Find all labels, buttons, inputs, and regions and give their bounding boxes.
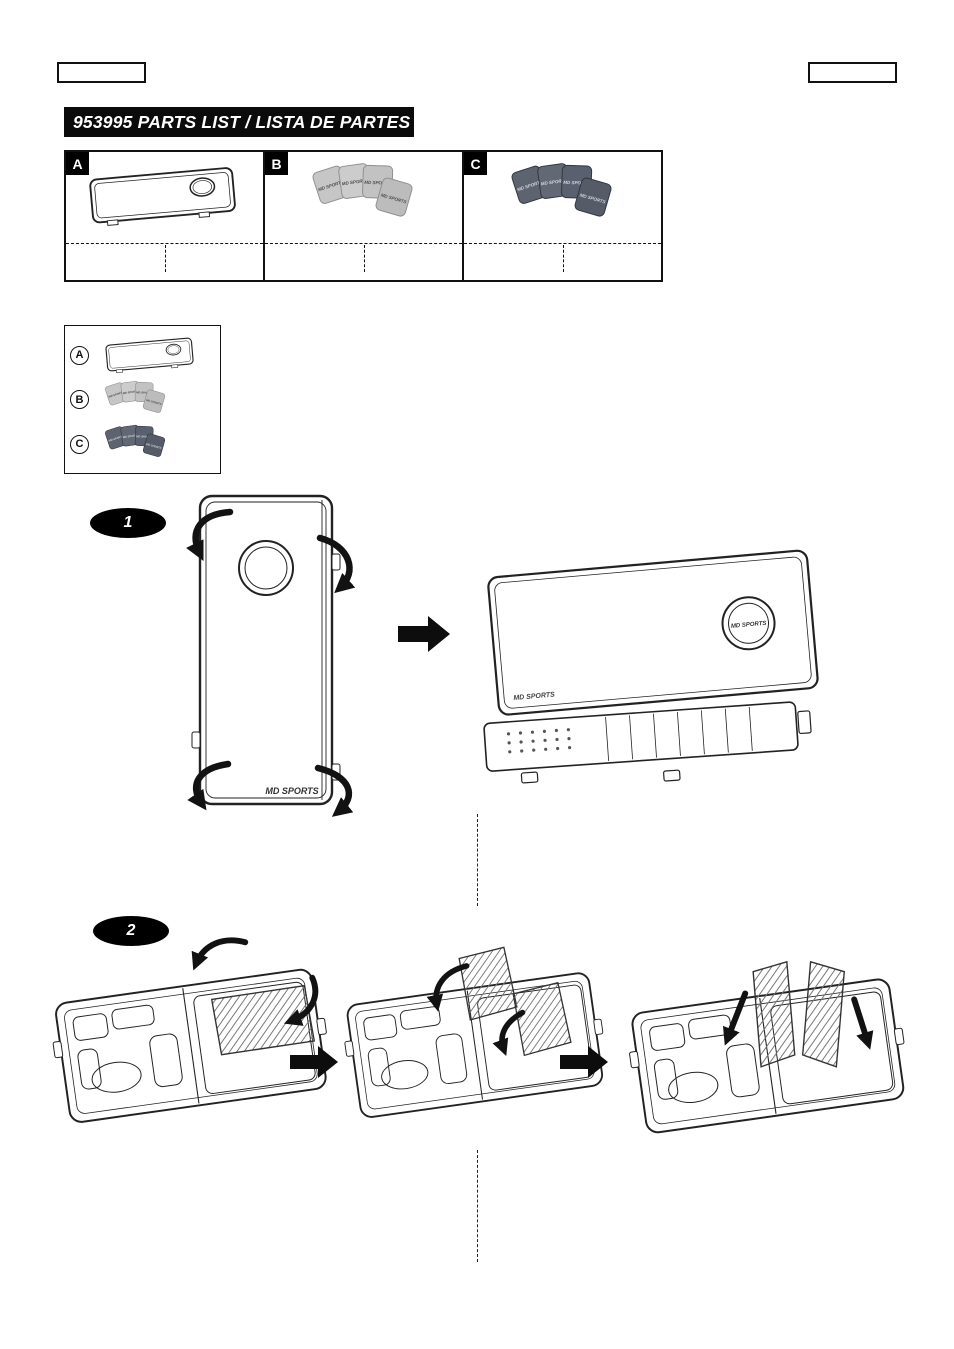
step2-next-arrow-2-icon [560,1046,608,1078]
game-board-icon [105,337,195,375]
step2-diagram-1-open-case [48,937,334,1126]
part-letter-badge-c: C [464,152,487,175]
unfold-arrow-bottom-right-icon [314,764,354,817]
part-circle-a: A [70,345,89,365]
page-number-box-right [808,62,897,83]
lift-arrow-right-icon [283,974,319,1026]
leg-panel-upright [801,960,846,1068]
step-2-badge: 2 [93,916,169,946]
board-brand-text: MD SPORTS [265,786,318,796]
summary-row-a: A [70,333,215,377]
step2-diagram-2-legs-raised [340,946,610,1121]
press-arrow-left-icon [722,990,749,1046]
bean-bags-light-icon [310,162,414,218]
parts-list-title-bar: 953995 PARTS LIST / LISTA DE PARTES [64,107,414,137]
parts-table: A B C [64,150,663,282]
section-divider-dashed-top [477,814,478,906]
unfold-arrow-bottom-left-icon [187,760,232,811]
part-c-image [464,158,661,232]
game-board-icon [88,166,237,228]
parts-col-b: B [265,152,464,280]
part-b-image [265,158,462,232]
unfold-arrow-top-left-icon [186,508,234,561]
table-dashed-divider [464,243,661,244]
parts-col-c: C [464,152,661,280]
fold-arrow-middle-icon [492,1009,526,1057]
part-letter-badge-b: B [265,152,288,175]
leg-panel-upright [752,960,796,1068]
table-dashed-divider [265,243,462,244]
parts-summary-box: A B C [64,325,221,474]
fold-arrow-left-icon [426,963,470,1012]
page-number-box-left [57,62,146,83]
board-open-top: MD SPORTS MD SPORTS [487,549,819,716]
step2-next-arrow-1-icon [290,1046,338,1078]
unfold-arrow-right-icon [316,534,356,594]
parts-col-a: A [66,152,265,280]
table-dashed-tick [562,245,564,272]
step-1-badge: 1 [90,508,166,538]
parts-list-title-text: 953995 PARTS LIST / LISTA DE PARTES [73,111,411,132]
leg-panel-raised [512,981,572,1057]
lift-arrow-top-icon [191,937,249,971]
table-dashed-tick [164,245,166,272]
board-brand-text: MD SPORTS [513,691,555,702]
part-circle-c: C [70,434,89,454]
part-a-image [66,158,263,234]
table-dashed-tick [363,245,365,272]
latch-tab [520,771,539,784]
part-letter-badge-a: A [66,152,89,175]
step2-diagram-3-legs-upright [623,960,913,1136]
board-logo-text: MD SPORTS [731,621,767,630]
step1-next-arrow-icon [398,616,450,652]
board-open-base [483,701,812,784]
table-dashed-divider [66,243,263,244]
folded-legs-panel [210,984,316,1056]
upright-board-art: MD SPORTS [191,494,341,806]
bean-bags-light-icon [104,380,166,414]
step1-upright-board-diagram: MD SPORTS [186,494,356,817]
summary-row-b: B [70,378,215,422]
part-circle-b: B [70,390,89,409]
section-divider-dashed-bottom [477,1150,478,1262]
bean-bags-dark-icon [509,162,613,218]
step1-assembled-board-diagram: MD SPORTS MD SPORTS [483,549,819,784]
press-arrow-right-icon [851,996,874,1050]
leg-panel-raised [458,946,518,1021]
summary-row-c: C [70,422,215,466]
latch-tab [663,769,681,782]
bean-bags-dark-icon [104,424,166,458]
